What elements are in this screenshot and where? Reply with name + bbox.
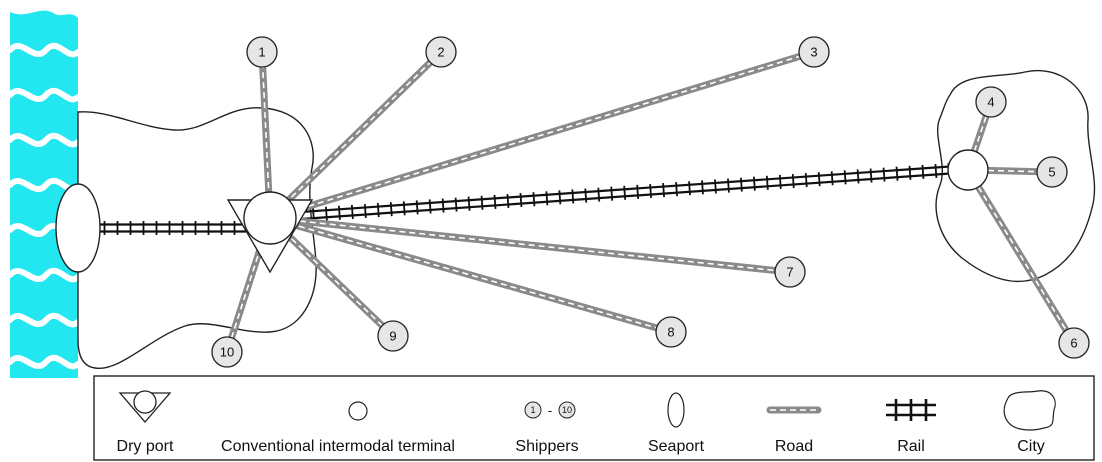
legend-box [93,375,1095,461]
shipper-2: 2 [425,36,457,68]
road-to-shipper-8 [266,214,675,336]
shipper-10: 10 [211,336,243,368]
rail-lines [98,163,951,235]
legend-terminal-label: Conventional intermodal terminal [221,438,455,455]
shipper-8-label: 8 [667,325,674,340]
legend-shippers-label: Shippers [515,438,578,455]
shipper-1-label: 1 [258,45,265,60]
rail-dry-port-to-city-terminal [293,163,951,223]
shipper-nodes: 1 2 3 4 5 6 7 8 [211,36,1090,368]
shipper-9: 9 [377,320,409,352]
shipper-9-label: 9 [389,329,396,344]
road-to-shipper-3 [266,48,818,222]
sea-area [10,10,78,379]
shipper-2-label: 2 [437,45,444,60]
shipper-5-label: 5 [1048,165,1055,180]
legend-shippers-range-from: 1 [530,405,535,415]
legend-dry-port-label: Dry port [117,438,174,455]
legend-road-label: Road [775,438,813,455]
road-to-shipper-7 [266,214,794,276]
shipper-1: 1 [246,36,278,68]
legend-city-label: City [1017,438,1045,455]
legend-dry-port-symbol [118,390,172,423]
legend-seaport-label: Seaport [648,438,705,455]
shipper-5: 5 [1036,156,1068,188]
legend-shippers-range-sep: - [548,403,552,418]
legend: Dry port Conventional intermodal termina… [93,375,1095,461]
shipper-7-label: 7 [786,265,793,280]
shipper-7: 7 [774,256,806,288]
road-to-shipper-1 [258,48,274,222]
legend-terminal-symbol [348,401,368,421]
shipper-6: 6 [1058,327,1090,359]
shipper-8: 8 [655,316,687,348]
dry-port-terminal [243,191,297,245]
seaport [55,183,101,273]
city-region [935,69,1096,283]
legend-rail-symbol [886,399,936,421]
dry-port [226,191,314,274]
shipper-4-label: 4 [987,95,994,110]
legend-shippers-range-to: 10 [562,405,572,415]
legend-shippers-symbol: 1 - 10 [524,401,576,419]
legend-rail-label: Rail [897,438,925,455]
legend-city-symbol [1003,390,1056,431]
city-intermodal-terminal [947,149,989,191]
shipper-3-label: 3 [810,45,817,60]
road-city-to-shipper-6 [964,166,1078,347]
legend-seaport-symbol [667,392,685,428]
shipper-4: 4 [975,86,1007,118]
shipper-3: 3 [798,36,830,68]
shipper-6-label: 6 [1070,336,1077,351]
rail-seaport-to-dry-port [98,221,246,235]
shipper-10-label: 10 [220,345,234,360]
road-to-shipper-2 [266,48,445,222]
